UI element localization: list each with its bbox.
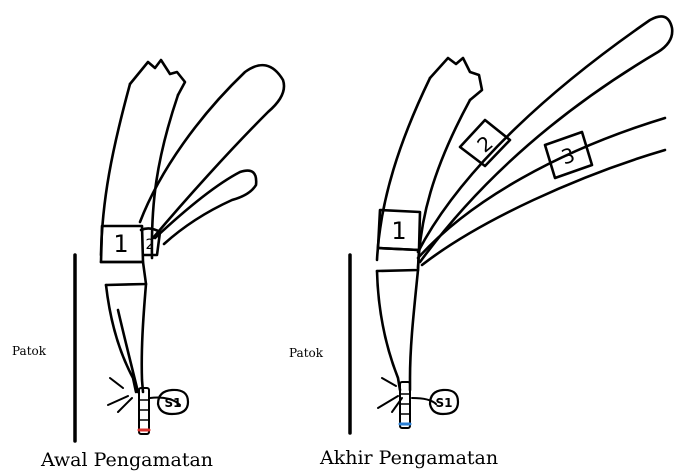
leaf-2-right (418, 16, 672, 262)
caption-awal: Awal Pengamatan (41, 449, 213, 471)
tag-1-right-text: 1 (391, 217, 406, 245)
caption-akhir: Akhir Pengamatan (320, 447, 498, 469)
leaf-3-left (155, 171, 256, 244)
tag-2-right-text: 2 (472, 131, 497, 158)
plant-label-right: S1 (436, 396, 453, 410)
tag-3-right-text: 3 (558, 143, 578, 170)
leaf-3-right (418, 118, 665, 265)
panel-awal (75, 60, 284, 441)
tag-1-left-text: 1 (113, 230, 128, 258)
patok-label-right: Patok (289, 346, 323, 360)
base-roots-right (378, 378, 436, 428)
pseudostem-right (377, 270, 418, 390)
pseudostem-left (106, 284, 146, 392)
tag-2-left-text: 2 (146, 237, 155, 253)
patok-label-left: Patok (12, 344, 46, 358)
plant-label-left: S1 (165, 396, 182, 410)
